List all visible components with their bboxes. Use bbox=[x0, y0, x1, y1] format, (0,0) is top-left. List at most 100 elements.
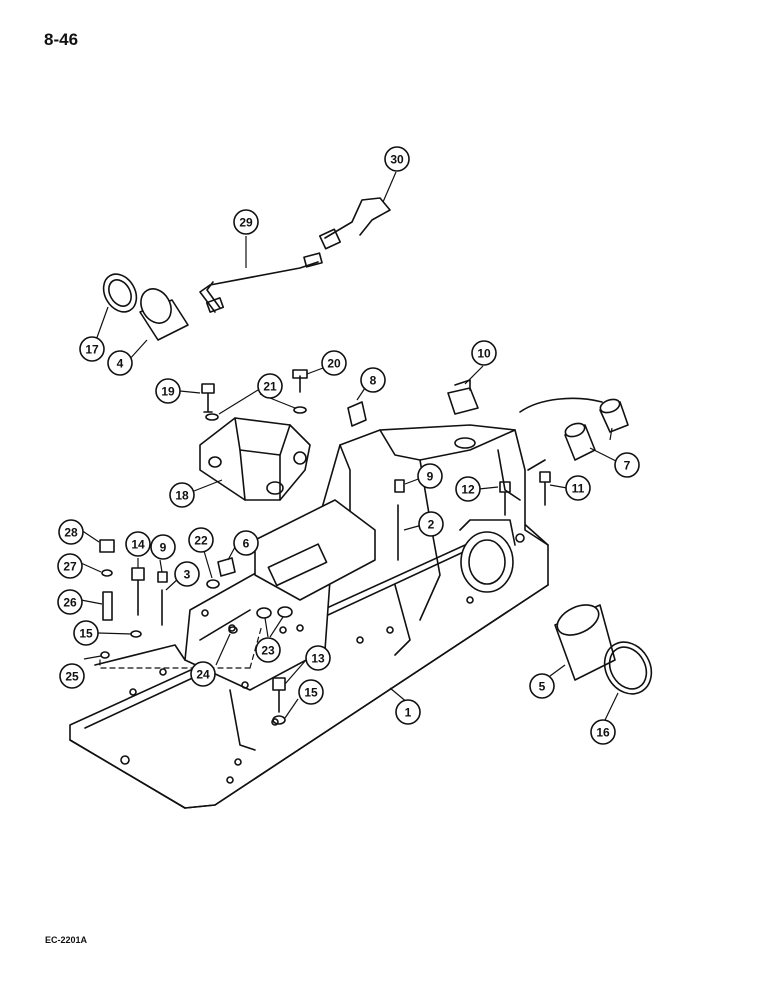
oring-27-part bbox=[101, 569, 113, 577]
callout-label: 6 bbox=[243, 537, 250, 551]
callout-label: 23 bbox=[261, 644, 275, 658]
plug-6-part bbox=[217, 557, 236, 577]
callout-20: 20 bbox=[321, 350, 347, 376]
callout-circle bbox=[73, 620, 99, 646]
callout-label: 17 bbox=[85, 343, 99, 357]
callout-circle bbox=[190, 661, 216, 687]
callout-25: 25 bbox=[59, 663, 85, 689]
callout-4: 4 bbox=[107, 350, 133, 376]
oring-25-part bbox=[100, 651, 110, 659]
callout-label: 5 bbox=[539, 680, 546, 694]
callout-circle bbox=[305, 645, 331, 671]
bolt-11-part bbox=[539, 471, 551, 506]
page-number: 8-46 bbox=[44, 30, 79, 49]
callout-26: 26 bbox=[57, 589, 83, 615]
callout-label: 30 bbox=[390, 153, 404, 167]
callout-14: 14 bbox=[125, 531, 151, 557]
callout-circle bbox=[529, 673, 555, 699]
bolt-13-part bbox=[272, 677, 286, 713]
washer-15a-part bbox=[130, 630, 142, 638]
bolt-12-part bbox=[499, 481, 511, 516]
drawing-reference-code: EC-2201A bbox=[45, 935, 88, 945]
callout-30: 30 bbox=[384, 146, 410, 172]
callout-1: 1 bbox=[395, 699, 421, 725]
plug-10-part bbox=[447, 379, 479, 415]
fitting-26-part bbox=[102, 591, 113, 621]
callout-6: 6 bbox=[233, 530, 259, 556]
callout-29: 29 bbox=[233, 209, 259, 235]
callout-label: 9 bbox=[160, 541, 167, 555]
callout-11: 11 bbox=[565, 475, 591, 501]
bolt-20-part bbox=[292, 369, 308, 393]
callout-label: 15 bbox=[304, 686, 318, 700]
callout-18: 18 bbox=[169, 482, 195, 508]
washer-21b-part bbox=[293, 406, 307, 414]
callout-label: 10 bbox=[477, 347, 491, 361]
bolt-28-part bbox=[99, 539, 115, 553]
callout-16: 16 bbox=[590, 719, 616, 745]
callout-circle bbox=[395, 699, 421, 725]
callout-circle bbox=[565, 475, 591, 501]
callout-circle bbox=[59, 663, 85, 689]
callout-28: 28 bbox=[58, 519, 84, 545]
callout-12: 12 bbox=[455, 476, 481, 502]
callout-label: 9 bbox=[427, 470, 434, 484]
callout-9a: 9 bbox=[417, 463, 443, 489]
callout-5: 5 bbox=[529, 673, 555, 699]
callout-8: 8 bbox=[360, 367, 386, 393]
callout-circle bbox=[125, 531, 151, 557]
callout-23: 23 bbox=[255, 637, 281, 663]
valve-block-part bbox=[199, 417, 311, 501]
plug-8-part bbox=[347, 401, 367, 427]
callout-19: 19 bbox=[155, 378, 181, 404]
pipe-clip-part bbox=[318, 197, 391, 250]
callout-label: 2 bbox=[428, 518, 435, 532]
callout-label: 18 bbox=[175, 489, 189, 503]
callout-circle bbox=[57, 589, 83, 615]
callout-21: 21 bbox=[257, 373, 283, 399]
callout-17: 17 bbox=[79, 336, 105, 362]
callout-label: 1 bbox=[405, 706, 412, 720]
callout-circle bbox=[79, 336, 105, 362]
callout-label: 27 bbox=[63, 560, 77, 574]
callout-circle bbox=[360, 367, 386, 393]
callout-label: 4 bbox=[117, 357, 124, 371]
callout-circle bbox=[590, 719, 616, 745]
nut-9a-part bbox=[394, 479, 405, 493]
washer-15b-part bbox=[272, 715, 286, 725]
callout-label: 8 bbox=[370, 374, 377, 388]
callout-7: 7 bbox=[614, 452, 640, 478]
callout-circle bbox=[418, 511, 444, 537]
oring-23a-part bbox=[256, 607, 272, 619]
callout-circle bbox=[257, 373, 283, 399]
nut-9b-part bbox=[157, 571, 168, 583]
callout-label: 7 bbox=[624, 459, 631, 473]
callout-label: 19 bbox=[161, 385, 175, 399]
callout-circle bbox=[321, 350, 347, 376]
callout-label: 11 bbox=[572, 482, 585, 496]
callout-2: 2 bbox=[418, 511, 444, 537]
callout-label: 12 bbox=[461, 483, 475, 497]
callout-label: 22 bbox=[194, 534, 208, 548]
callout-label: 15 bbox=[79, 627, 93, 641]
callout-27: 27 bbox=[57, 553, 83, 579]
callout-15a: 15 bbox=[73, 620, 99, 646]
plug-24-part bbox=[228, 626, 238, 634]
callout-circle bbox=[384, 146, 410, 172]
callout-label: 3 bbox=[184, 568, 191, 582]
callout-circle bbox=[169, 482, 195, 508]
bolt-19-part bbox=[201, 383, 215, 413]
bolt-14-part bbox=[131, 567, 145, 616]
callout-circle bbox=[255, 637, 281, 663]
callout-label: 29 bbox=[239, 216, 253, 230]
callout-label: 13 bbox=[311, 652, 325, 666]
callout-label: 24 bbox=[196, 668, 210, 682]
callout-10: 10 bbox=[471, 340, 497, 366]
seal-16-part bbox=[603, 641, 653, 695]
callout-circle bbox=[188, 527, 214, 553]
callout-circle bbox=[57, 553, 83, 579]
callout-circle bbox=[298, 679, 324, 705]
callout-9b: 9 bbox=[150, 534, 176, 560]
